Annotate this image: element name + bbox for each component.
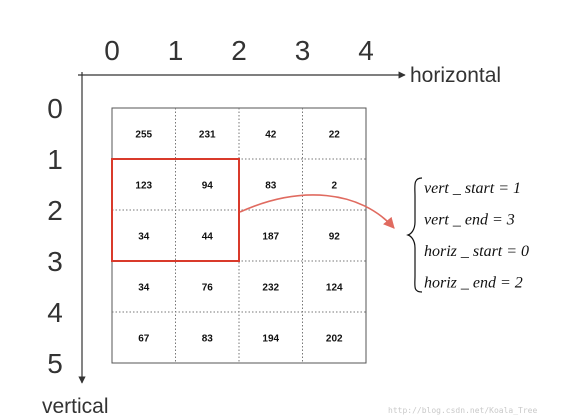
y-tick-label: 5: [47, 348, 63, 379]
matrix-cell: 92: [329, 232, 341, 243]
matrix-cell: 187: [262, 232, 279, 243]
x-tick-label: 0: [104, 35, 120, 66]
y-tick-label: 1: [47, 144, 63, 175]
horizontal-axis-ticks: 0 1 2 3 4: [104, 35, 374, 66]
curly-brace: [406, 177, 423, 293]
y-tick-label: 4: [47, 297, 63, 328]
x-tick-label: 1: [168, 35, 184, 66]
matrix-cell: 232: [262, 283, 279, 294]
matrix-cell: 34: [138, 283, 150, 294]
slice-equation: vert _ end = 3: [424, 212, 515, 229]
matrix-cell: 83: [265, 181, 277, 192]
y-tick-label: 2: [47, 195, 63, 226]
matrix-cell: 123: [135, 181, 152, 192]
y-tick-label: 0: [47, 93, 63, 124]
matrix-cell: 76: [202, 283, 214, 294]
selection-box: [111, 158, 240, 262]
curved-arrow: [239, 194, 395, 229]
slice-equation: horiz _ end = 2: [424, 275, 523, 292]
x-tick-label: 3: [295, 35, 311, 66]
matrix-cell: 34: [138, 232, 150, 243]
matrix-cell: 2: [331, 181, 337, 192]
matrix-cell: 22: [329, 130, 341, 141]
watermark: http://blog.csdn.net/Koala_Tree: [388, 406, 537, 415]
x-tick-label: 4: [358, 35, 374, 66]
matrix-cell: 83: [202, 334, 214, 345]
vertical-axis-label: vertical: [42, 395, 109, 418]
slice-equation: vert _ start = 1: [424, 180, 521, 197]
matrix-cell: 255: [135, 130, 152, 141]
matrix-cell: 44: [202, 232, 214, 243]
matrix-cell: 194: [262, 334, 279, 345]
slice-equations: vert _ start = 1 vert _ end = 3 horiz _ st…: [424, 180, 529, 292]
slice-equation: horiz _ start = 0: [424, 243, 529, 260]
matrix-cell: 42: [265, 130, 277, 141]
matrix-cell: 94: [202, 181, 214, 192]
matrix-cell: 124: [326, 283, 343, 294]
horizontal-axis-label: horizontal: [410, 64, 501, 87]
matrix-cell: 231: [199, 130, 216, 141]
y-tick-label: 3: [47, 246, 63, 277]
vertical-axis-ticks: 0 1 2 3 4 5: [47, 93, 63, 379]
matrix-cell: 67: [138, 334, 150, 345]
matrix-cell: 202: [326, 334, 343, 345]
x-tick-label: 2: [231, 35, 247, 66]
